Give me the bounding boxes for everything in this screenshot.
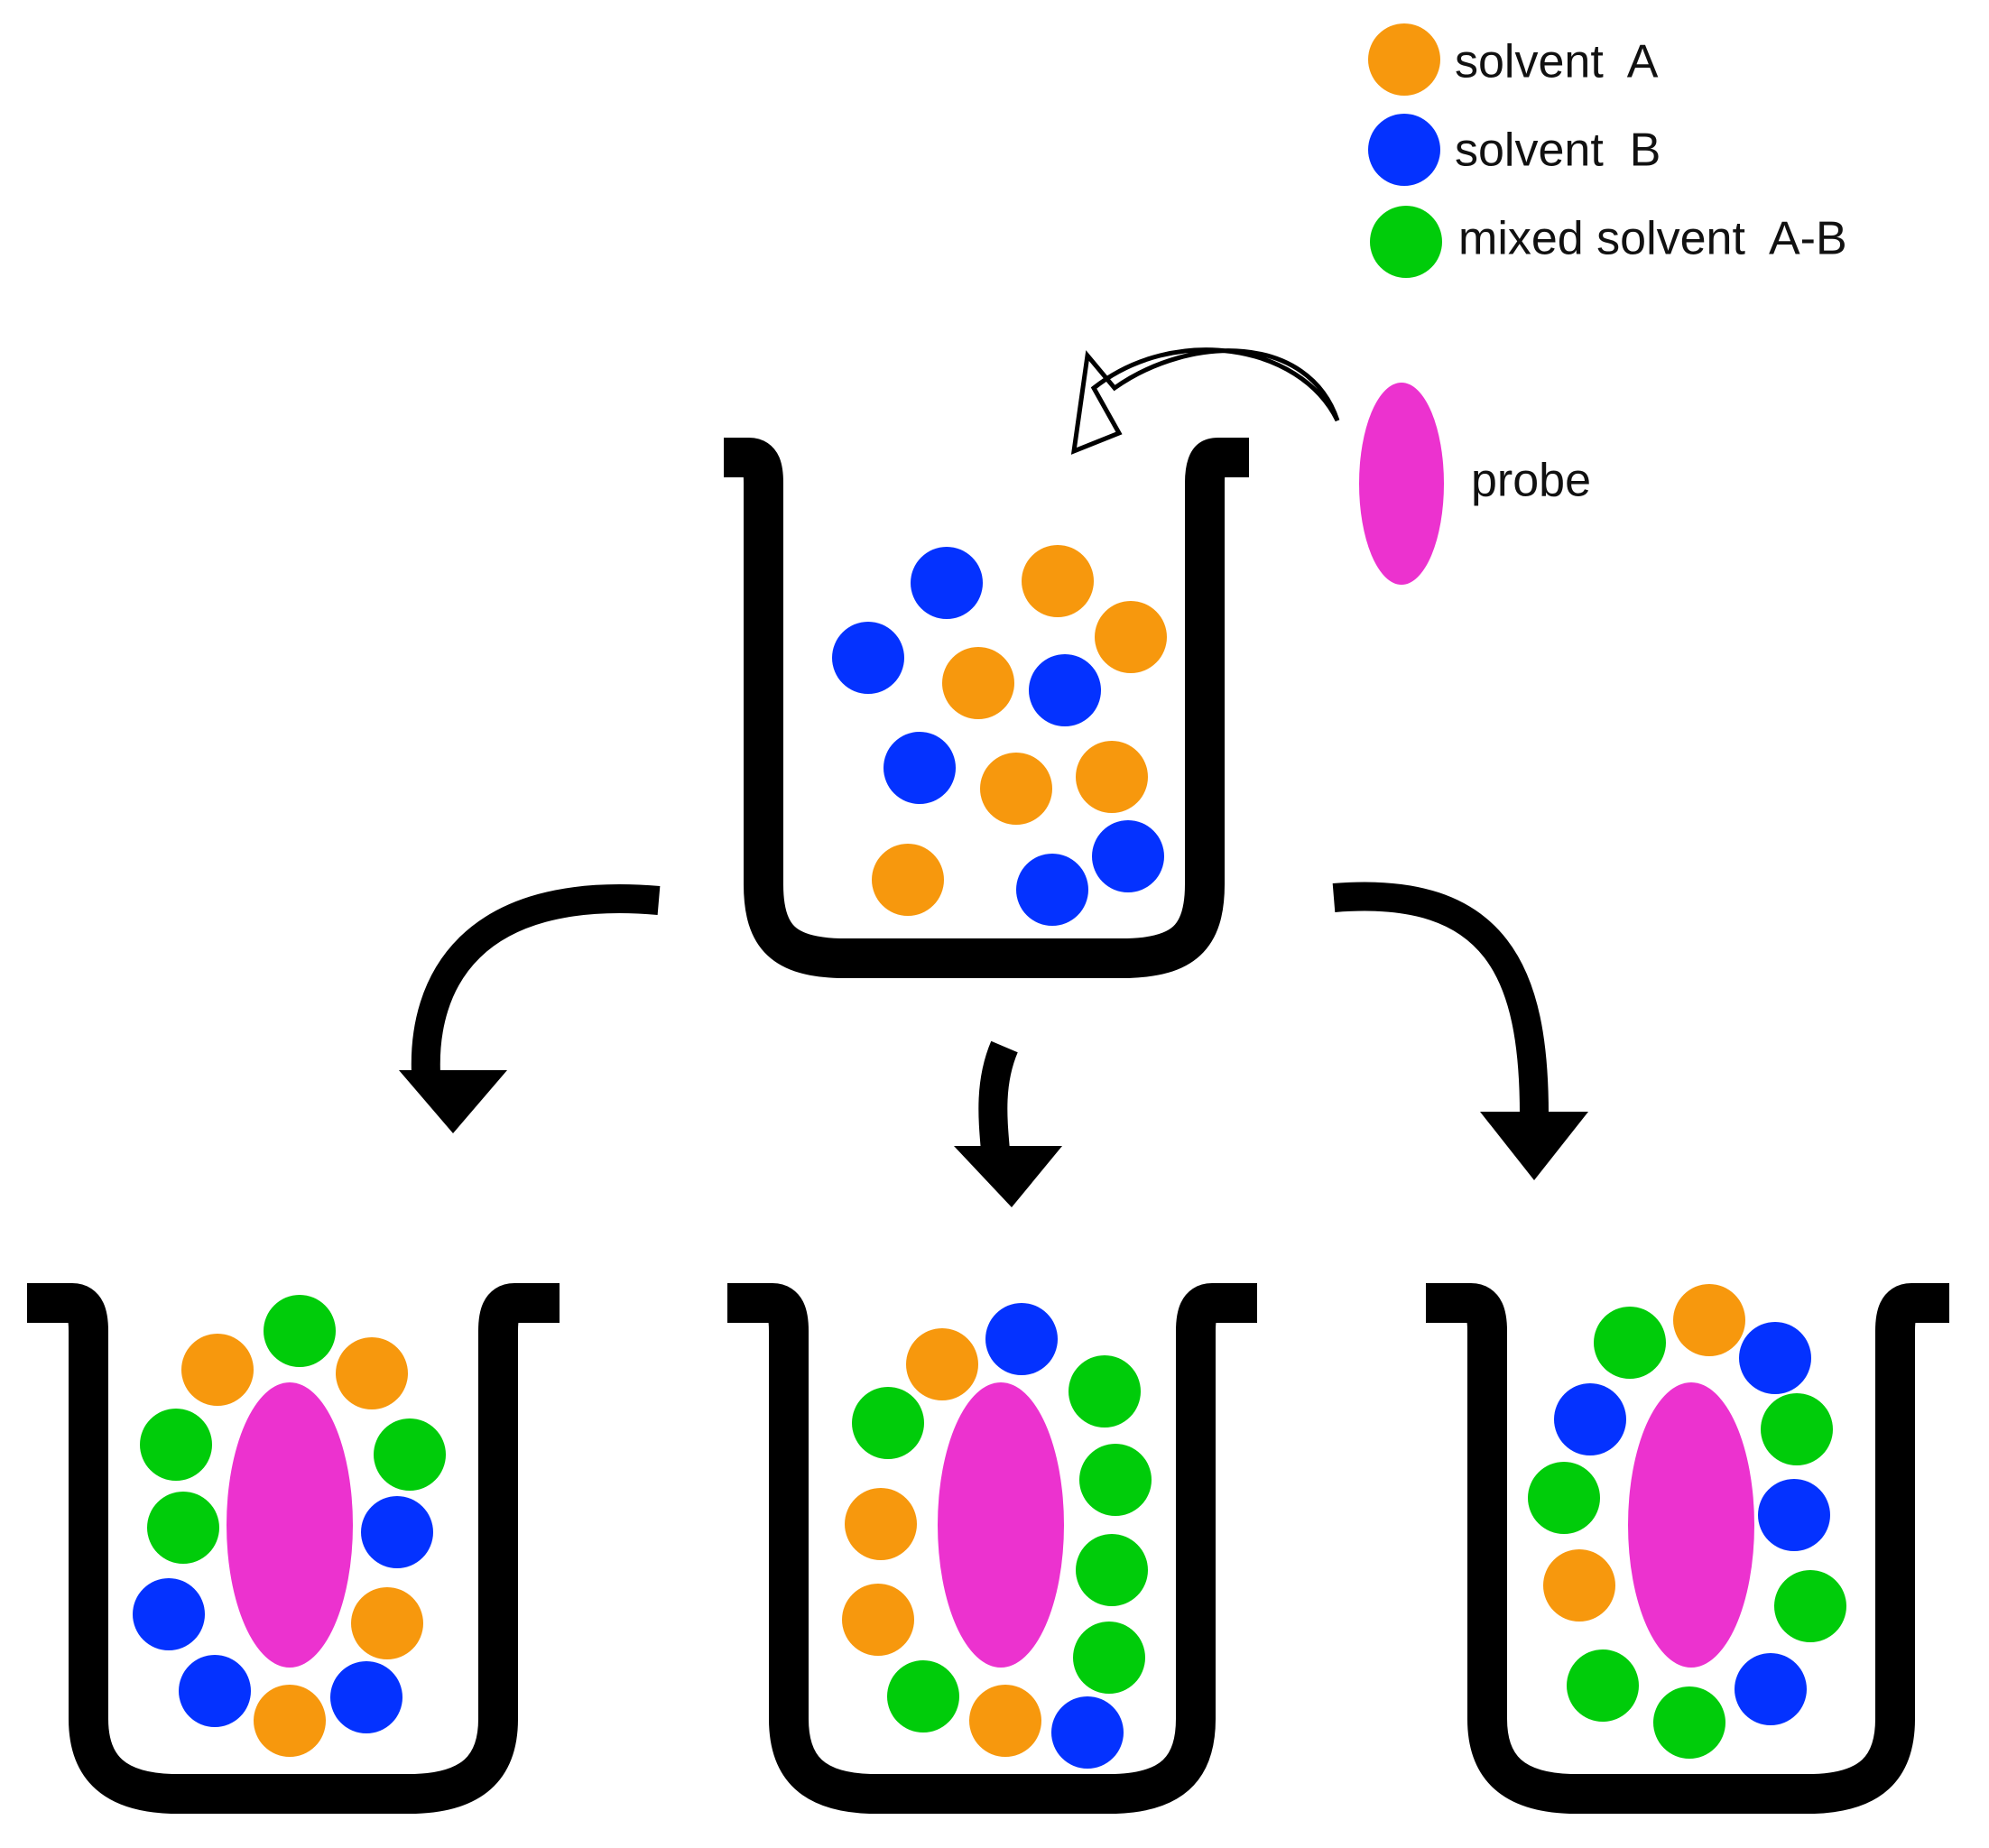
solvent-a-molecule [1095, 601, 1167, 673]
legend-item-solvent-a: solvent A [1368, 23, 1659, 96]
arrow-to-right-head [1480, 1112, 1588, 1180]
solvent-a-molecule [842, 1584, 914, 1656]
legend-label-mixed-solvent: mixed solvent A-B [1458, 213, 1847, 265]
probe-shape [1359, 383, 1444, 585]
mixed-solvent-molecule [140, 1409, 212, 1481]
solvent-a-molecule [845, 1488, 917, 1560]
solvent-a-molecule [872, 844, 944, 916]
mixed-solvent-molecule [1079, 1444, 1152, 1516]
solvent-a-molecule [1022, 545, 1094, 617]
beaker-right [1426, 1283, 1949, 1814]
beaker-left-outline [27, 1283, 560, 1814]
legend-swatch-solvent-b [1368, 114, 1440, 186]
solvent-a-molecule [336, 1337, 408, 1409]
mixed-solvent-molecule [1076, 1534, 1148, 1606]
solvent-a-molecule [181, 1334, 254, 1406]
legend-label-solvent-b: solvent B [1455, 125, 1661, 177]
solvent-a-molecule [351, 1587, 423, 1659]
beaker-left [27, 1283, 560, 1814]
probe-in-middle-beaker [938, 1382, 1064, 1668]
free-probe: probe [1359, 383, 1591, 585]
arrow-to-left-head [399, 1070, 507, 1133]
arrow-to-right-beaker [1332, 882, 1588, 1180]
legend-label-solvent-a: solvent A [1455, 36, 1659, 88]
mixed-solvent-molecule [1567, 1649, 1639, 1722]
mixed-solvent-molecule [1069, 1355, 1141, 1428]
solvent-b-molecule [179, 1655, 251, 1727]
solvent-a-molecule [1076, 741, 1148, 813]
beaker-right-molecules [1528, 1284, 1846, 1759]
legend-swatch-solvent-a [1368, 23, 1440, 96]
arrow-to-left-shaft [411, 884, 661, 1075]
solvent-a-molecule [980, 753, 1052, 825]
beaker-top [724, 438, 1249, 978]
arrow-to-left-beaker [399, 884, 661, 1133]
solvent-b-molecule [985, 1303, 1058, 1375]
solvent-a-molecule [1543, 1549, 1615, 1622]
arrow-to-middle-shaft [978, 1040, 1018, 1152]
mixed-solvent-molecule [1594, 1307, 1666, 1379]
mixed-solvent-molecule [1073, 1622, 1145, 1694]
mixed-solvent-molecule [1528, 1462, 1600, 1534]
probe-in-left-beaker [227, 1382, 353, 1668]
beaker-top-outline [724, 438, 1249, 978]
solvent-b-molecule [1735, 1653, 1807, 1725]
solvent-a-molecule [1673, 1284, 1745, 1356]
legend-item-mixed-solvent: mixed solvent A-B [1370, 206, 1847, 278]
solvent-b-molecule [361, 1496, 433, 1568]
solvent-b-molecule [1092, 820, 1164, 892]
probe-in-right-beaker [1628, 1382, 1754, 1668]
beaker-middle-outline [727, 1283, 1257, 1814]
solvent-a-molecule [969, 1685, 1041, 1757]
solvent-b-molecule [1739, 1322, 1811, 1394]
solvent-b-molecule [1051, 1696, 1124, 1769]
mixed-solvent-molecule [374, 1418, 446, 1491]
solvent-b-molecule [1029, 654, 1101, 726]
legend-swatch-mixed-solvent [1370, 206, 1442, 278]
add-probe-arrow [1070, 347, 1340, 455]
solvent-b-molecule [133, 1578, 205, 1650]
solvent-a-molecule [906, 1328, 978, 1400]
solvent-b-molecule [911, 547, 983, 619]
legend: solvent A solvent B mixed solvent A-B [1368, 23, 1847, 278]
beaker-middle [727, 1283, 1257, 1814]
mixed-solvent-molecule [1653, 1686, 1725, 1759]
legend-item-solvent-b: solvent B [1368, 114, 1661, 186]
beaker-right-outline [1426, 1283, 1949, 1814]
mixed-solvent-molecule [852, 1387, 924, 1459]
solvent-b-molecule [330, 1661, 402, 1733]
solvent-b-molecule [1554, 1383, 1626, 1455]
mixed-solvent-molecule [887, 1660, 959, 1732]
arrow-to-middle-beaker [954, 1040, 1062, 1207]
arrow-to-middle-head [954, 1146, 1062, 1207]
solvent-b-molecule [1016, 854, 1088, 926]
mixed-solvent-molecule [147, 1492, 219, 1564]
solvent-a-molecule [942, 647, 1014, 719]
solvent-b-molecule [883, 732, 956, 804]
beaker-top-molecules [832, 545, 1167, 926]
beaker-left-molecules [133, 1295, 446, 1757]
solvent-a-molecule [254, 1685, 326, 1757]
beaker-middle-molecules [842, 1303, 1152, 1769]
mixed-solvent-molecule [264, 1295, 336, 1367]
mixed-solvent-molecule [1761, 1393, 1833, 1465]
solvent-b-molecule [1758, 1479, 1830, 1551]
arrow-to-right-shaft [1332, 882, 1549, 1115]
solvent-b-molecule [832, 622, 904, 694]
probe-label: probe [1471, 455, 1591, 507]
mixed-solvent-molecule [1774, 1570, 1846, 1642]
